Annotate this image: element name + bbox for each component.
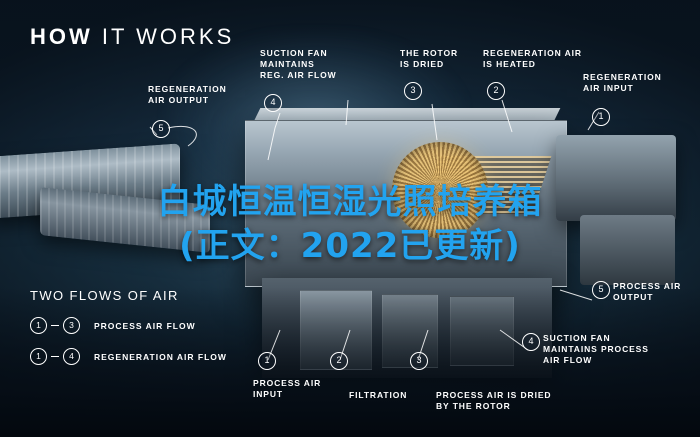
legend-dash-icon-2 [51, 356, 59, 357]
legend-label-process-air-flow: PROCESS AIR FLOW [94, 320, 196, 331]
num-marker-1-process-input: 1 [258, 352, 276, 370]
legend-num-to-4: 4 [63, 348, 80, 365]
num-marker-4-suction-fan-reg: 4 [264, 94, 282, 112]
legend-pair-1-4: 1 4 [30, 348, 84, 365]
num-marker-1-regen-input: 1 [592, 108, 610, 126]
callout-the-rotor-is-dried: THE ROTOR IS DRIED [400, 48, 459, 69]
machine-duct-right-lower [580, 215, 675, 285]
num-marker-4-suction-fan-process: 4 [522, 333, 540, 351]
machine-duct-right-upper [556, 135, 676, 221]
legend-row-regeneration-air: 1 4 REGENERATION AIR FLOW [30, 348, 227, 365]
page-title-strong: HOW [30, 24, 93, 49]
callout-process-air-output: PROCESS AIR OUTPUT [613, 281, 682, 302]
legend-row-process-air: 1 3 PROCESS AIR FLOW [30, 317, 227, 334]
callout-regeneration-air-is-heated: REGENERATION AIR IS HEATED [483, 48, 582, 69]
callout-process-air-input: PROCESS AIR INPUT [253, 378, 322, 399]
legend-label-regeneration-air-flow: REGENERATION AIR FLOW [94, 351, 227, 362]
page-title: HOW IT WORKS [30, 24, 234, 50]
page-title-rest: IT WORKS [92, 24, 235, 49]
callout-filtration: FILTRATION [349, 390, 408, 400]
legend-pair-1-3: 1 3 [30, 317, 84, 334]
legend-num-to-3: 3 [63, 317, 80, 334]
legend: TWO FLOWS OF AIR 1 3 PROCESS AIR FLOW 1 … [30, 288, 227, 379]
callout-regeneration-air-output: REGENERATION AIR OUTPUT [148, 84, 227, 105]
num-marker-3-rotor-dried: 3 [404, 82, 422, 100]
num-marker-2-filtration: 2 [330, 352, 348, 370]
background-floor-shadow [0, 287, 700, 437]
callout-suction-fan-reg-air: SUCTION FAN MAINTAINS REG. AIR FLOW [260, 48, 337, 80]
num-marker-5-process-output: 5 [592, 281, 610, 299]
num-marker-3-process-dried: 3 [410, 352, 428, 370]
legend-title: TWO FLOWS OF AIR [30, 288, 179, 303]
legend-dash-icon [51, 325, 59, 326]
callout-suction-fan-process-air: SUCTION FAN MAINTAINS PROCESS AIR FLOW [543, 333, 649, 365]
callout-process-air-is-dried: PROCESS AIR IS DRIED BY THE ROTOR [436, 390, 552, 411]
legend-num-from-1b: 1 [30, 348, 47, 365]
legend-num-from-1: 1 [30, 317, 47, 334]
num-marker-2-regen-heated: 2 [487, 82, 505, 100]
machine-desiccant-rotor [392, 142, 488, 238]
callout-regeneration-air-input: REGENERATION AIR INPUT [583, 72, 662, 93]
num-marker-5-regen-output: 5 [152, 120, 170, 138]
